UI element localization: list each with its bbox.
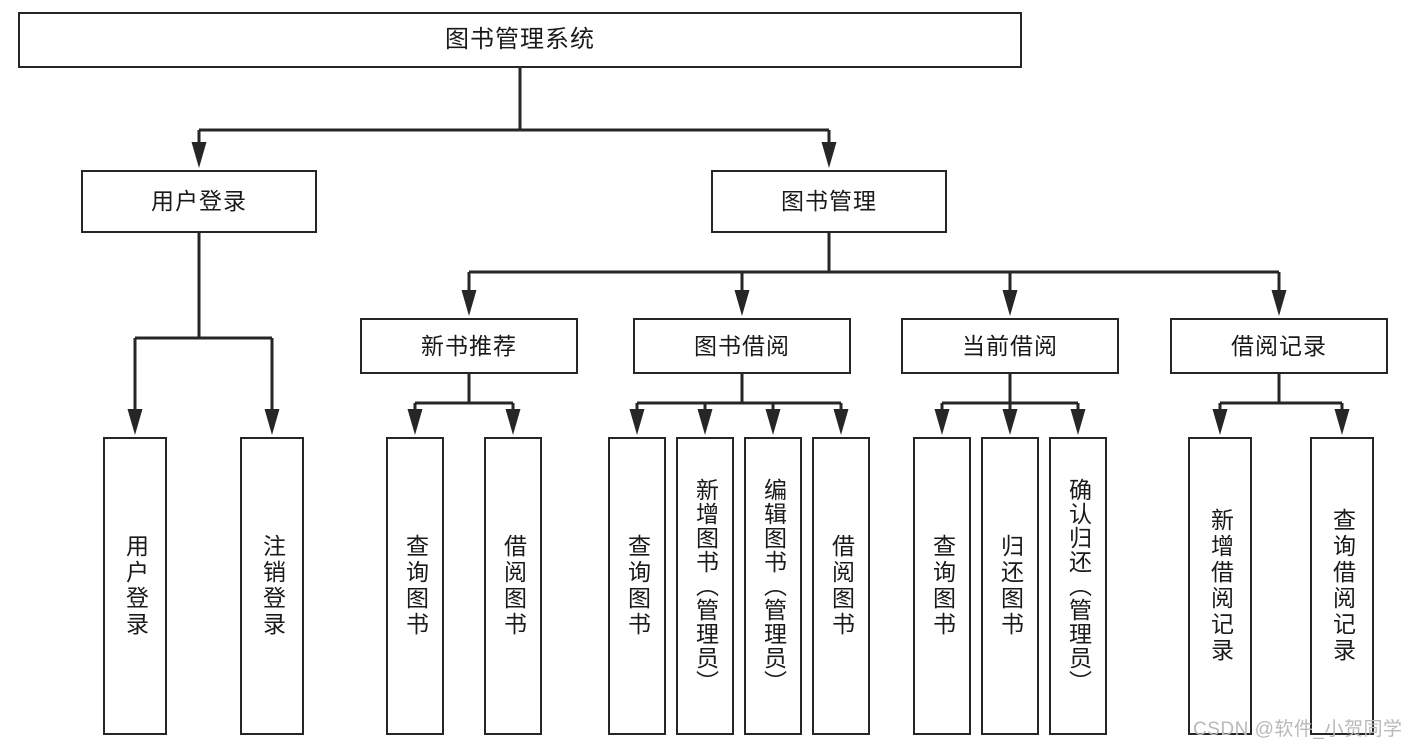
- node-user-login[interactable]: 用户登录: [81, 170, 317, 233]
- node-leaf-borrow-book-1[interactable]: 借阅图书: [484, 437, 542, 735]
- node-label: 图书管理: [781, 188, 877, 215]
- node-label: 当前借阅: [962, 332, 1058, 359]
- node-label: 归还图书: [997, 534, 1024, 638]
- node-label: 查询图书: [929, 534, 956, 638]
- arrowhead-icon: [1334, 409, 1350, 435]
- connector-c-borrow-record: [1212, 374, 1350, 435]
- arrowhead-icon: [629, 409, 645, 435]
- connector-c-new-book-recommend: [407, 374, 521, 435]
- arrowhead-icon: [191, 142, 207, 168]
- node-leaf-borrow-book-2[interactable]: 借阅图书: [812, 437, 870, 735]
- node-leaf-query-book-2[interactable]: 查询图书: [608, 437, 666, 735]
- arrowhead-icon: [505, 409, 521, 435]
- arrowhead-icon: [1271, 290, 1287, 316]
- arrowhead-icon: [833, 409, 849, 435]
- arrowhead-icon: [765, 409, 781, 435]
- node-label: 注销登录: [259, 534, 286, 638]
- node-label: 编辑图书（管理员）: [760, 478, 787, 694]
- node-leaf-query-record[interactable]: 查询借阅记录: [1310, 437, 1374, 735]
- node-label: 新增借阅记录: [1207, 508, 1234, 664]
- arrowhead-icon: [407, 409, 423, 435]
- arrowhead-icon: [734, 290, 750, 316]
- arrowhead-icon: [264, 409, 280, 435]
- arrowhead-icon: [1002, 290, 1018, 316]
- node-label: 借阅图书: [828, 534, 855, 638]
- node-borrow-record[interactable]: 借阅记录: [1170, 318, 1388, 374]
- node-leaf-user-login[interactable]: 用户登录: [103, 437, 167, 735]
- arrowhead-icon: [697, 409, 713, 435]
- node-label: 图书借阅: [694, 332, 790, 359]
- node-leaf-logout[interactable]: 注销登录: [240, 437, 304, 735]
- node-label: 新增图书（管理员）: [692, 478, 719, 694]
- node-leaf-confirm-return[interactable]: 确认归还（管理员）: [1049, 437, 1107, 735]
- node-leaf-edit-book[interactable]: 编辑图书（管理员）: [744, 437, 802, 735]
- node-leaf-add-record[interactable]: 新增借阅记录: [1188, 437, 1252, 735]
- node-label: 查询图书: [624, 534, 651, 638]
- arrowhead-icon: [1070, 409, 1086, 435]
- node-leaf-return-book[interactable]: 归还图书: [981, 437, 1039, 735]
- connector-c-user-login: [127, 233, 280, 435]
- node-leaf-query-book-3[interactable]: 查询图书: [913, 437, 971, 735]
- node-label: 图书管理系统: [445, 26, 595, 54]
- connector-c-root: [191, 68, 837, 168]
- node-new-book-recommend[interactable]: 新书推荐: [360, 318, 578, 374]
- node-label: 确认归还（管理员）: [1065, 478, 1092, 694]
- connector-c-book-manage: [461, 233, 1287, 316]
- arrowhead-icon: [1212, 409, 1228, 435]
- node-label: 用户登录: [122, 534, 149, 638]
- node-label: 新书推荐: [421, 332, 517, 359]
- arrowhead-icon: [934, 409, 950, 435]
- node-current-borrow[interactable]: 当前借阅: [901, 318, 1119, 374]
- node-label: 查询借阅记录: [1329, 508, 1356, 664]
- node-label: 借阅记录: [1231, 332, 1327, 359]
- arrowhead-icon: [461, 290, 477, 316]
- connector-c-book-borrow: [629, 374, 849, 435]
- arrowhead-icon: [127, 409, 143, 435]
- node-leaf-query-book-1[interactable]: 查询图书: [386, 437, 444, 735]
- node-book-manage[interactable]: 图书管理: [711, 170, 947, 233]
- arrowhead-icon: [1002, 409, 1018, 435]
- node-label: 用户登录: [151, 188, 247, 215]
- arrowhead-icon: [821, 142, 837, 168]
- node-label: 查询图书: [402, 534, 429, 638]
- node-label: 借阅图书: [500, 534, 527, 638]
- connector-c-current-borrow: [934, 374, 1086, 435]
- node-root[interactable]: 图书管理系统: [18, 12, 1022, 68]
- node-leaf-add-book[interactable]: 新增图书（管理员）: [676, 437, 734, 735]
- node-book-borrow[interactable]: 图书借阅: [633, 318, 851, 374]
